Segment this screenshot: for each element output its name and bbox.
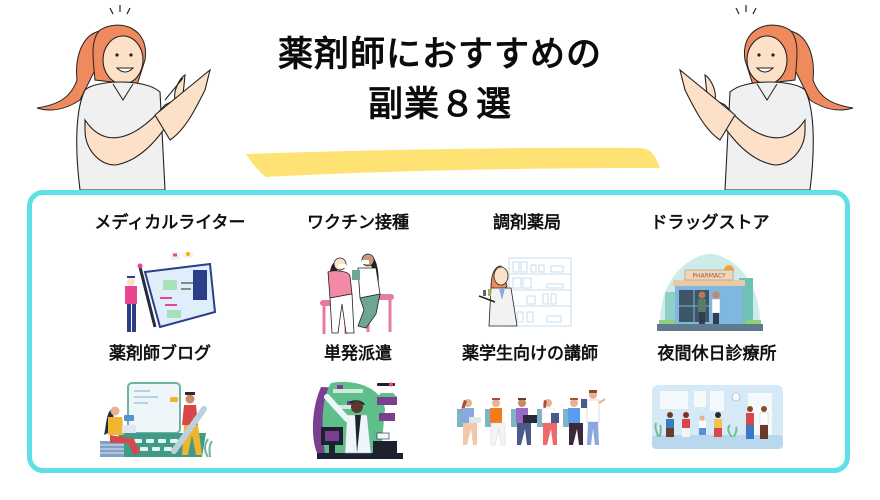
job-label: 単発派遣 xyxy=(324,344,392,364)
pharmacist-blog-illustration xyxy=(100,382,213,458)
job-lecturer: 薬学生向けの講師 xyxy=(430,343,630,449)
title-line-1: 薬剤師におすすめの xyxy=(277,35,602,75)
drugstore-illustration: PHARMACY xyxy=(657,254,763,331)
job-label: 薬剤師ブログ xyxy=(109,344,211,364)
title-line-2: 副業８選 xyxy=(367,85,512,125)
job-label: 調剤薬局 xyxy=(493,213,561,233)
woman-pointing-left-illustration xyxy=(36,5,211,191)
job-drugstore: ドラッグストア PHARMACY xyxy=(610,212,810,332)
job-dispensing-pharmacy: 調剤薬局 xyxy=(427,212,627,331)
pharmacy-sign: PHARMACY xyxy=(692,273,726,280)
job-medical-writer: メディカルライター xyxy=(70,212,270,337)
job-label: 薬学生向けの講師 xyxy=(462,344,598,364)
highlighter-stroke xyxy=(246,147,660,177)
page-title: 薬剤師におすすめの 副業８選 xyxy=(220,30,660,130)
job-spot-dispatch: 単発派遣 xyxy=(258,343,458,459)
medical-writer-illustration xyxy=(125,252,217,332)
job-label: メディカルライター xyxy=(94,213,246,233)
job-label: 夜間休日診療所 xyxy=(657,344,777,364)
lecturer-illustration xyxy=(457,390,605,446)
job-pharmacist-blog: 薬剤師ブログ xyxy=(60,343,260,459)
dispensing-pharmacy-illustration xyxy=(478,257,572,327)
job-label: ドラッグストア xyxy=(650,213,770,233)
woman-pointing-right-illustration xyxy=(679,5,854,191)
job-vaccination: ワクチン接種 xyxy=(258,212,458,338)
spot-dispatch-illustration xyxy=(312,381,403,459)
job-night-holiday-clinic: 夜間休日診療所 xyxy=(617,343,817,451)
night-holiday-clinic-illustration xyxy=(651,385,783,449)
vaccination-illustration xyxy=(320,253,394,334)
job-label: ワクチン接種 xyxy=(307,213,409,233)
